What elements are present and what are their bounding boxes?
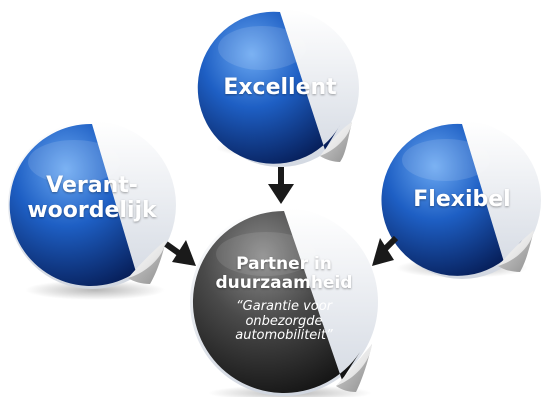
center-node-sticker (190, 208, 378, 396)
center-node-title-line1: Partner in (236, 254, 332, 274)
center-node-title-line2: duurzaamheid (215, 273, 353, 294)
top-node-sticker (197, 9, 359, 167)
center-node-title: Partner in duurzaamheid (204, 254, 364, 294)
left-node-label: Verant- woordelijk (12, 173, 172, 223)
left-node-label-line1: Verant- (46, 173, 138, 198)
right-node-label: Flexibel (413, 187, 511, 212)
left-node-label-line2: woordelijk (27, 197, 157, 223)
right-node-sticker (381, 121, 541, 279)
left-node-sticker (8, 121, 176, 289)
center-node-quote: “Garantie voor onbezorgde automobiliteit… (208, 299, 360, 344)
center-node-quote-line2: onbezorgde (245, 313, 323, 329)
center-node-quote-line1: “Garantie voor (235, 299, 333, 314)
top-node-label: Excellent (223, 75, 337, 100)
left-node-shadow (25, 280, 165, 300)
center-node-quote-line3: automobiliteit” (235, 328, 333, 344)
arrow-left-to-center (164, 240, 196, 266)
arrow-top-to-center (268, 167, 294, 204)
arrow-right-to-center (372, 235, 399, 266)
